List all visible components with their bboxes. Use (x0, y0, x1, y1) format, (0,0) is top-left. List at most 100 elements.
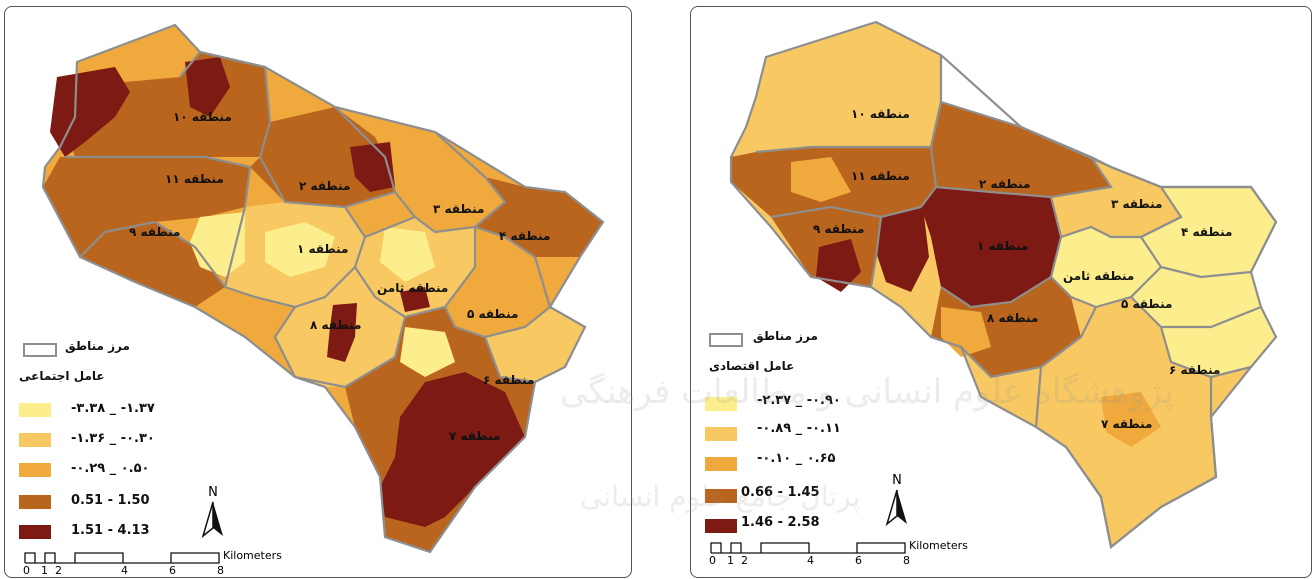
zone-6 (1161, 307, 1276, 377)
region-label-7: منطقه ۷ (1101, 417, 1153, 431)
scale-tick-2: 2 (741, 554, 748, 567)
patch-dark-2 (185, 57, 230, 117)
region-label-5: منطقه ۵ (1121, 297, 1173, 311)
legend-boundary-swatch (23, 343, 57, 357)
scale-bar-graphic (24, 552, 220, 564)
legend-swatch-3 (19, 463, 51, 477)
zone-6 (485, 307, 585, 382)
region-label-2: منطقه ۲ (299, 179, 351, 193)
legend-range-3: -۰.۲۹ _ ۰.۵۰ (71, 461, 150, 476)
region-label-11: منطقه ۱۱ (851, 169, 910, 183)
scale-bar-graphic (710, 542, 906, 554)
patch-light-1 (1111, 252, 1146, 287)
legend-swatch-1 (19, 403, 51, 417)
north-arrow: N (201, 485, 225, 544)
patch-dark-1 (876, 207, 929, 292)
legend-swatch-5 (19, 525, 51, 539)
scale-tick-2: 2 (55, 564, 62, 577)
patch-light-4 (400, 327, 455, 377)
scale-tick-4: 4 (121, 564, 128, 577)
patch-dark-5 (400, 287, 430, 312)
region-label-1: منطقه ۱ (977, 239, 1029, 253)
zone-thamen (1051, 227, 1161, 307)
legend-range-4: 0.51 - 1.50 (71, 493, 150, 508)
legend-range-4: 0.66 - 1.45 (741, 485, 820, 500)
scale-unit: Kilometers (223, 549, 282, 562)
legend-range-5: 1.51 - 4.13 (71, 523, 150, 538)
region-label-3: منطقه ۳ (1111, 197, 1163, 211)
scale-tick-1: 1 (41, 564, 48, 577)
north-label: N (208, 485, 218, 500)
region-label-9: منطقه ۹ (813, 222, 865, 236)
region-label-4: منطقه ۴ (1181, 225, 1233, 239)
region-label-6: منطقه ۶ (483, 373, 535, 387)
legend-range-2: -۱.۳۶ _ -۰.۳۰ (71, 431, 155, 446)
legend-range-1: -۲.۳۷ _ -۰.۹۰ (757, 393, 841, 408)
zone-boundaries (729, 20, 1278, 549)
north-arrow-icon (201, 501, 223, 539)
patch-dark-1 (50, 67, 130, 157)
legend-swatch-5 (705, 519, 737, 533)
zone-4 (1141, 187, 1276, 277)
social-factor-map (41, 23, 605, 554)
legend-swatch-3 (705, 457, 737, 471)
scale-tick-6: 6 (169, 564, 176, 577)
region-label-7: منطقه ۷ (449, 429, 501, 443)
zone-1 (921, 187, 1061, 307)
legend-range-3: -۰.۱۰ _ ۰.۶۵ (757, 451, 836, 466)
patch-light-3 (380, 227, 435, 282)
region-label-thamen: منطقه ثامن (1063, 269, 1135, 283)
social-factor-map-panel: منطقه ۱۰ منطقه ۱۱ منطقه ۲ منطقه ۳ منطقه … (4, 6, 632, 578)
scale-tick-8: 8 (217, 564, 224, 577)
patch-orange-3 (1101, 392, 1161, 447)
north-arrow-icon (885, 489, 907, 527)
region-label-8: منطقه ۸ (987, 311, 1039, 325)
region-label-6: منطقه ۶ (1169, 363, 1221, 377)
scale-tick-1: 1 (727, 554, 734, 567)
region-label-10: منطقه ۱۰ (173, 110, 232, 124)
scale-unit: Kilometers (909, 539, 968, 552)
scale-tick-0: 0 (709, 554, 716, 567)
scale-tick-0: 0 (23, 564, 30, 577)
legend-swatch-4 (705, 489, 737, 503)
legend-boundary-label: مرز مناطق (65, 339, 130, 353)
zone-boundaries (41, 23, 605, 554)
zone-3 (1051, 157, 1181, 237)
zone-5 (1131, 267, 1261, 327)
legend-swatch-2 (705, 427, 737, 441)
scale-tick-6: 6 (855, 554, 862, 567)
region-label-11: منطقه ۱۱ (165, 172, 224, 186)
legend-swatch-1 (705, 397, 737, 411)
zone-3 (385, 132, 505, 232)
region-label-4: منطقه ۴ (499, 229, 551, 243)
zone-2 (931, 102, 1111, 197)
region-label-10: منطقه ۱۰ (851, 107, 910, 121)
legend-range-2: -۰.۸۹ _ -۰.۱۱ (757, 421, 841, 436)
patch-orange-1 (791, 157, 851, 202)
patch-dark-6 (380, 372, 525, 527)
zone-10 (751, 22, 941, 152)
region-label-8: منطقه ۸ (310, 318, 362, 332)
economic-factor-map-panel: منطقه ۱۰ منطقه ۱۱ منطقه ۲ منطقه ۳ منطقه … (690, 6, 1312, 578)
legend-range-1: -۳.۳۸ _ -۱.۳۷ (71, 401, 155, 416)
zone-11 (43, 157, 250, 257)
legend-boundary-swatch (709, 333, 743, 347)
patch-dark-4 (327, 303, 357, 362)
legend-swatch-4 (19, 495, 51, 509)
legend-title: عامل اجتماعی (19, 369, 105, 383)
legend-boundary-label: مرز مناطق (753, 329, 818, 343)
economic-factor-map (729, 20, 1278, 549)
legend-swatch-2 (19, 433, 51, 447)
region-label-thamen: منطقه ثامن (377, 281, 449, 295)
scale-tick-8: 8 (903, 554, 910, 567)
legend-range-5: 1.46 - 2.58 (741, 515, 820, 530)
north-arrow: N (885, 473, 909, 532)
north-label: N (892, 473, 902, 488)
legend-title: عامل اقتصادی (709, 359, 795, 373)
region-label-3: منطقه ۳ (433, 202, 485, 216)
patch-light-2 (265, 222, 335, 277)
region-label-5: منطقه ۵ (467, 307, 519, 321)
region-label-2: منطقه ۲ (979, 177, 1031, 191)
region-label-9: منطقه ۹ (129, 225, 181, 239)
zone-5 (445, 237, 550, 337)
